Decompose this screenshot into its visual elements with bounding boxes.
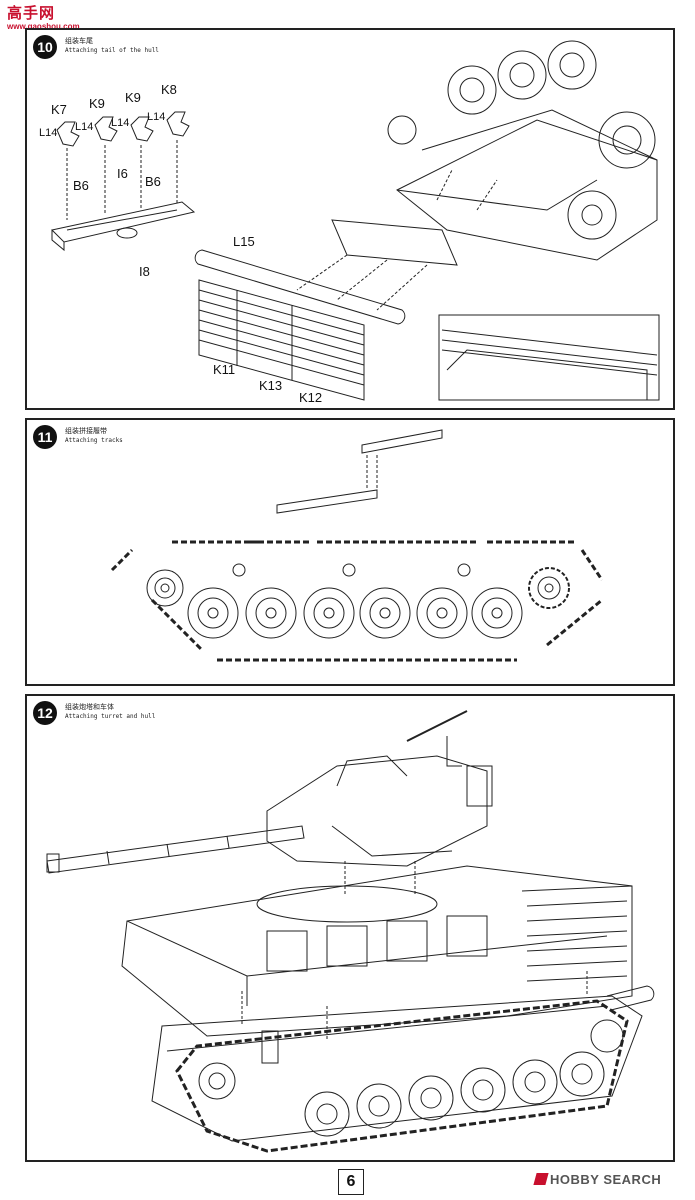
step-11-illustration: [110, 429, 604, 662]
part-k9-a: [94, 116, 118, 142]
label-i8: I8: [139, 264, 150, 279]
hull-rear: [387, 40, 658, 261]
label-k12: K12: [299, 390, 322, 405]
label-k9-b: K9: [125, 90, 141, 105]
step-12-panel: 12 组装炮塔和车体 Attaching turret and hull: [25, 694, 675, 1162]
step-number: 12: [33, 701, 57, 725]
part-k9-b: [130, 116, 154, 142]
label-i6: I6: [117, 166, 128, 181]
page-number: 6: [338, 1169, 364, 1195]
label-k7: K7: [51, 102, 67, 117]
label-b6-b: B6: [145, 174, 161, 189]
detail-inset: [438, 314, 660, 401]
label-l14-d: L14: [147, 111, 165, 123]
label-k11: K11: [213, 362, 235, 377]
track-links-exploded: [276, 429, 443, 514]
step-caption: 组装拼接履带 Attaching tracks: [65, 427, 123, 445]
label-b6-a: B6: [73, 178, 89, 193]
part-i8: [50, 201, 196, 243]
part-brackets: [331, 219, 458, 266]
return-roller-1: [232, 563, 246, 577]
watermark: 高手网 www.gaoshou.com: [3, 2, 80, 38]
hobby-search-brand: HOBBY SEARCH: [533, 1172, 662, 1187]
idler-wheel: [146, 569, 184, 607]
label-l14-b: L14: [75, 121, 93, 133]
caption-en: Attaching turret and hull: [65, 713, 156, 720]
lower-tracks: [175, 999, 629, 1153]
step-number: 10: [33, 35, 57, 59]
hobby-search-icon: [533, 1173, 549, 1185]
label-l14-c: L14: [111, 117, 129, 129]
label-k13: K13: [259, 378, 282, 393]
hull-upper: [121, 865, 633, 1037]
lower-road-wheels: [198, 1019, 624, 1137]
label-l15: L15: [233, 234, 255, 249]
caption-cn: 组装拼接履带: [65, 428, 107, 435]
label-k8: K8: [161, 82, 177, 97]
return-roller-3: [457, 563, 471, 577]
caption-en: Attaching tail of the hull: [65, 47, 159, 54]
watermark-url: www.gaoshou.com: [7, 22, 80, 31]
step-10-illustration: K7 K9 K9 K8 L14 L14 L14 L14 B6 I6 B6 I8 …: [39, 40, 660, 405]
caption-en: Attaching tracks: [65, 437, 123, 444]
caption-cn: 组装炮塔和车体: [65, 704, 114, 711]
step-11-panel: 11 组装拼接履带 Attaching tracks: [25, 418, 675, 686]
step-caption: 组装炮塔和车体 Attaching turret and hull: [65, 703, 155, 721]
label-l14-a: L14: [39, 127, 57, 139]
step-12-illustration: [46, 710, 655, 1153]
gun-barrel: [46, 825, 305, 874]
label-k9-a: K9: [89, 96, 105, 111]
part-k7: [56, 121, 80, 147]
hull-lower: [151, 985, 655, 1142]
turret: [266, 710, 493, 867]
part-k8: [166, 111, 190, 137]
step-number: 11: [33, 425, 57, 449]
watermark-logo: 高手网: [7, 4, 56, 22]
track-lower-run: [110, 548, 604, 662]
return-roller-2: [342, 563, 356, 577]
stowage-grille: [198, 279, 365, 401]
step-caption: 组装车尾 Attaching tail of the hull: [65, 37, 159, 55]
turret-ring: [256, 885, 438, 923]
drive-sprocket: [528, 567, 570, 609]
step-10-panel: 10 组装车尾 Attaching tail of the hull: [25, 28, 675, 410]
hobby-search-label: HOBBY SEARCH: [550, 1172, 662, 1187]
road-wheels: [187, 587, 523, 639]
caption-cn: 组装车尾: [65, 38, 93, 45]
part-l15: [194, 249, 406, 325]
